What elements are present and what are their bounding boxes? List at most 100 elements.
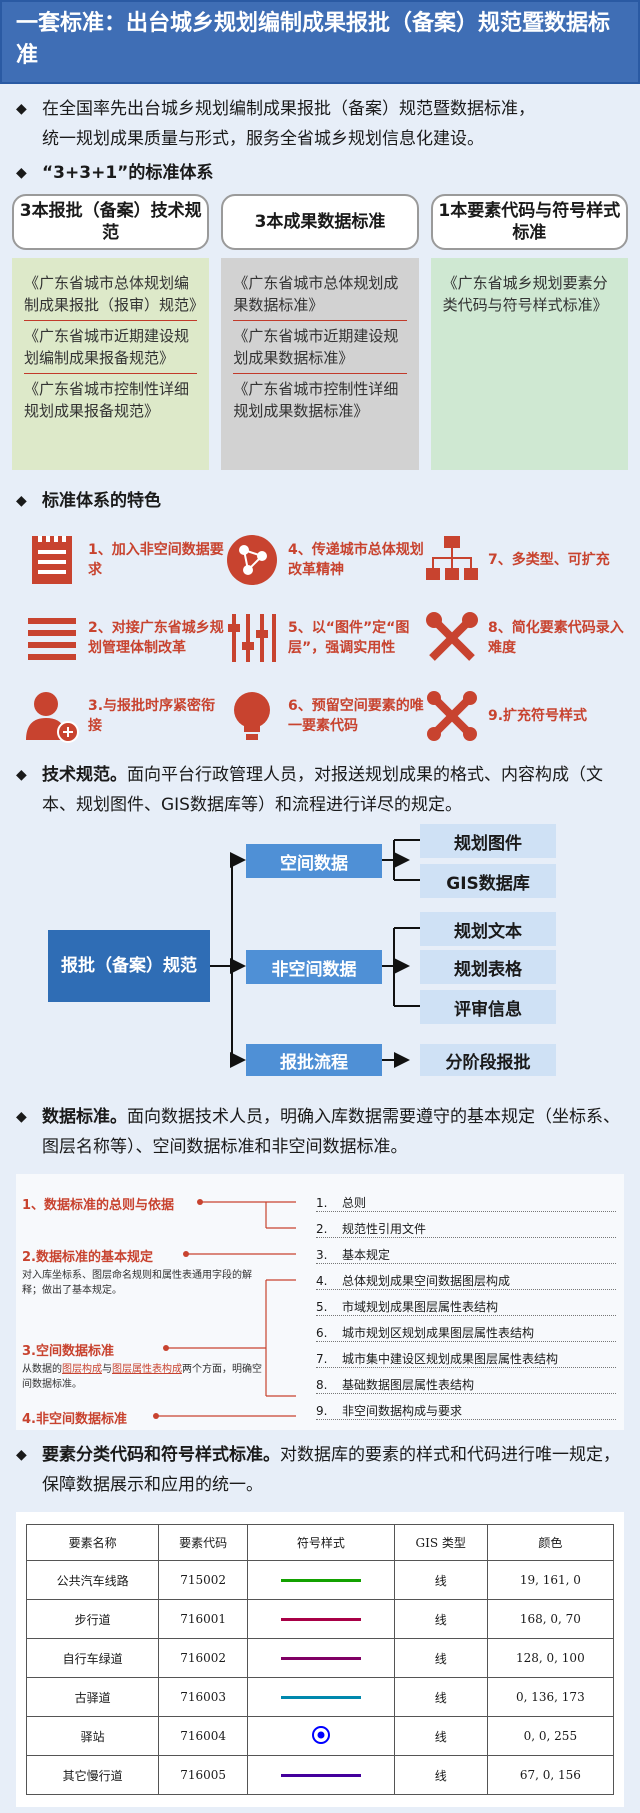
column-data-std: 3本成果数据标准 《广东省城市总体规划成果数据标准》 《广东省城市近期建设规划成…	[221, 194, 419, 470]
list-item: 《广东省城市控制性详细规划成果报备规范》	[24, 373, 198, 426]
system-bullet: ◆ “3+3+1”的标准体系	[0, 158, 640, 188]
toc-text: 基础数据图层属性表结构	[342, 1378, 475, 1392]
flow-leaf: 规划图件	[420, 824, 556, 858]
data-standard-contents: 1、数据标准的总则与依据 2.数据标准的基本规定 对入库坐标系、图层命名规则和属…	[16, 1174, 624, 1430]
data-std-bold: 数据标准。	[42, 1107, 127, 1127]
cell-code: 715002	[158, 1560, 248, 1600]
toc-left-2: 2.数据标准的基本规定	[22, 1250, 153, 1265]
intro-line-1: 在全国率先出台城乡规划编制成果报批（备案）规范暨数据标准，	[42, 99, 535, 119]
toc-note-2: 对入库坐标系、图层命名规则和属性表通用字段的解释；做出了基本规定。	[22, 1270, 252, 1296]
symbol-text: 要素分类代码和符号样式标准。对数据库的要素的样式和代码进行唯一规定，保障数据展示…	[42, 1440, 624, 1500]
toc-entry: 7.城市集中建设区规划成果图层属性表结构	[316, 1350, 616, 1368]
feature-item: 1、加入非空间数据要求	[24, 530, 224, 590]
feature-label: 3.与报批时序紧密衔接	[88, 698, 216, 734]
cell-rgb: 19, 161, 0	[486, 1560, 615, 1600]
feature-item: 6、预留空间要素的唯一要素代码	[224, 686, 424, 746]
toc-entry: 2.规范性引用文件	[316, 1220, 616, 1238]
toc-num: 4.	[316, 1274, 328, 1288]
cell-rgb: 0, 136, 173	[486, 1677, 615, 1717]
table-header: 要素名称	[25, 1524, 160, 1561]
column-body: 《广东省城市总体规划编制成果报批（报审）规范》 《广东省城市近期建设规划编制成果…	[12, 258, 210, 470]
features-grid: 1、加入非空间数据要求 4、传递城市总体规划改革精神 7、多类型、可扩充	[0, 516, 640, 756]
diamond-icon: ◆	[16, 1109, 27, 1125]
cell-name: 自行车绿道	[25, 1638, 160, 1678]
toc-left-4: 4.非空间数据标准	[22, 1412, 127, 1427]
toc-num: 6.	[316, 1326, 328, 1340]
cell-code: 716003	[158, 1677, 248, 1717]
list-item: 《广东省城市总体规划编制成果报批（报审）规范》	[24, 274, 205, 314]
table-row: 其它慢行道 716005 线 67, 0, 156	[25, 1755, 615, 1795]
feature-item: 2、对接广东省城乡规划管理体制改革	[24, 608, 224, 668]
table-header: 颜色	[486, 1524, 615, 1561]
tools-icon	[426, 612, 478, 661]
list-item: 《广东省城市控制性详细规划成果数据标准》	[233, 373, 407, 426]
flow-connectors	[210, 839, 420, 1068]
feature-label: 1、加入非空间数据要求	[88, 542, 224, 578]
toc-text: 基本规定	[342, 1248, 391, 1262]
intro-line-2: 统一规划成果质量与形式，服务全省城乡规划信息化建设。	[42, 129, 484, 149]
sliders-icon	[228, 614, 276, 662]
feature-label: 6、预留空间要素的唯一要素代码	[288, 698, 424, 734]
tech-text: 技术规范。面向平台行政管理人员，对报送规划成果的格式、内容构成（文本、规划图件、…	[42, 760, 624, 820]
toc-entry: 4.总体规划成果空间数据图层构成	[316, 1272, 616, 1290]
list-item: 《广东省城市总体规划成果数据标准》	[233, 274, 399, 314]
puzzle-icon	[427, 691, 477, 741]
cell-code: 716001	[158, 1599, 248, 1639]
toc-left-3: 3.空间数据标准	[22, 1344, 114, 1359]
column-header: 3本成果数据标准	[221, 194, 419, 250]
toc-num: 7.	[316, 1352, 328, 1366]
toc-entry: 3.基本规定	[316, 1246, 616, 1264]
note-link-layer: 图层构成	[62, 1364, 102, 1375]
table-header: GIS 类型	[393, 1524, 488, 1561]
cell-type: 线	[393, 1755, 488, 1795]
table-row: 自行车绿道 716002 线 128, 0, 100	[25, 1638, 615, 1678]
feature-item: 4、传递城市总体规划改革精神	[224, 530, 424, 590]
table-row: 公共汽车线路 715002 线 19, 161, 0	[25, 1560, 615, 1600]
tech-bullet: ◆ 技术规范。面向平台行政管理人员，对报送规划成果的格式、内容构成（文本、规划图…	[0, 760, 640, 820]
diamond-icon: ◆	[16, 493, 27, 509]
toc-left-1: 1、数据标准的总则与依据	[22, 1198, 175, 1213]
cell-rgb: 0, 0, 255	[486, 1716, 615, 1756]
standard-system-columns: 3本报批（备案）技术规范 《广东省城市总体规划编制成果报批（报审）规范》 《广东…	[0, 194, 640, 470]
cell-name: 步行道	[25, 1599, 160, 1639]
feature-label: 5、以“图件”定“图层”，强调实用性	[288, 620, 410, 656]
symbol-table-panel: 要素名称 要素代码 符号样式 GIS 类型 颜色 公共汽车线路 715002 线…	[16, 1512, 624, 1807]
cell-type: 线	[393, 1716, 488, 1756]
column-header: 1本要素代码与符号样式标准	[430, 194, 628, 250]
toc-entry: 8. 基础数据图层属性表结构	[316, 1376, 616, 1394]
cell-symbol	[247, 1716, 395, 1756]
network-icon	[227, 535, 277, 585]
table-header: 符号样式	[247, 1524, 395, 1561]
toc-text: 非空间数据构成与要求	[342, 1404, 463, 1418]
cell-type: 线	[393, 1599, 488, 1639]
cell-name: 公共汽车线路	[25, 1560, 160, 1600]
cell-rgb: 128, 0, 100	[486, 1638, 615, 1678]
diamond-icon: ◆	[16, 165, 27, 181]
note-text: 从数据的	[22, 1364, 62, 1375]
table-header-row: 要素名称 要素代码 符号样式 GIS 类型 颜色	[25, 1524, 615, 1561]
note-text: 与	[102, 1364, 112, 1375]
column-symbol-std: 1本要素代码与符号样式标准 《广东省城乡规划要素分类代码与符号样式标准》	[430, 194, 628, 470]
toc-num: 8.	[316, 1378, 328, 1392]
toc-num: 2.	[316, 1222, 328, 1236]
toc-num: 1.	[316, 1196, 328, 1210]
flow-branch-process: 报批流程	[246, 1044, 382, 1076]
line-symbol-icon	[280, 1657, 361, 1660]
cell-type: 线	[393, 1560, 488, 1600]
station-symbol-icon	[311, 1725, 330, 1744]
flow-branch-spatial: 空间数据	[246, 844, 382, 878]
cell-name: 古驿道	[25, 1677, 160, 1717]
toc-entry: 6.城市规划区规划成果图层属性表结构	[316, 1324, 616, 1342]
data-std-bullet: ◆ 数据标准。面向数据技术人员，明确入库数据需要遵守的基本规定（坐标系、图层名称…	[0, 1102, 640, 1162]
cell-name: 其它慢行道	[25, 1755, 160, 1795]
intro-bullet: ◆ 在全国率先出台城乡规划编制成果报批（备案）规范暨数据标准， 统一规划成果质量…	[0, 94, 640, 154]
cell-code: 716004	[158, 1716, 248, 1756]
toc-entry: 1.总则	[316, 1194, 616, 1212]
feature-item: 9.扩充符号样式	[424, 686, 624, 746]
table-row: 驿站 716004 线 0, 0, 255	[25, 1716, 615, 1756]
cell-symbol	[247, 1560, 395, 1600]
feature-item: 7、多类型、可扩充	[424, 530, 624, 590]
feature-item: 3.与报批时序紧密衔接	[24, 686, 224, 746]
table-row: 步行道 716001 线 168, 0, 70	[25, 1599, 615, 1639]
